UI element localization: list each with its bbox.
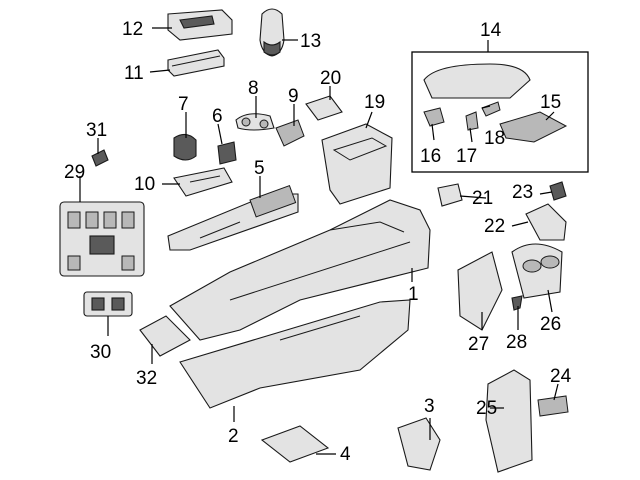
part-9-bracket[interactable] — [275, 119, 305, 147]
part-31-clip[interactable] — [91, 149, 109, 167]
part-22-tray[interactable] — [525, 203, 567, 241]
part-14-armrest-lid[interactable] — [423, 63, 531, 99]
callout-6: 6 — [212, 106, 223, 127]
part-32-end-cap[interactable] — [139, 315, 191, 357]
callout-21: 21 — [472, 188, 493, 209]
callout-13: 13 — [300, 31, 321, 52]
part-26-cup-holder[interactable] — [511, 243, 563, 299]
part-29-switch-panel[interactable] — [59, 201, 145, 277]
callout-18: 18 — [484, 128, 505, 149]
part-12-shift-bezel[interactable] — [167, 9, 233, 41]
part-4-mat[interactable] — [260, 425, 330, 463]
part-15-hinge-bracket[interactable] — [499, 111, 568, 143]
part-14-group-box — [411, 51, 589, 173]
callout-22: 22 — [484, 216, 505, 237]
callout-3: 3 — [424, 396, 435, 417]
callout-31: 31 — [86, 120, 107, 141]
callout-26: 26 — [540, 314, 561, 335]
callout-7: 7 — [178, 94, 189, 115]
callout-30: 30 — [90, 342, 111, 363]
callout-15: 15 — [540, 92, 561, 113]
part-19-storage-bin[interactable] — [321, 123, 393, 205]
callout-4: 4 — [340, 444, 351, 465]
callout-24: 24 — [550, 366, 572, 387]
callout-14: 14 — [480, 20, 502, 41]
callout-1: 1 — [408, 284, 419, 305]
part-1-center-console[interactable] — [169, 199, 431, 341]
part-13-shift-knob[interactable] — [259, 8, 285, 57]
part-25-rear-bracket[interactable] — [485, 369, 533, 473]
part-11-trim-strip[interactable] — [167, 49, 225, 77]
part-10-bezel[interactable] — [173, 167, 233, 197]
callout-20: 20 — [320, 68, 341, 89]
part-3-mount-bracket[interactable] — [397, 417, 441, 471]
callout-29: 29 — [64, 162, 85, 183]
part-28-screw[interactable] — [511, 295, 523, 311]
part-2-lower-console[interactable] — [179, 299, 411, 409]
part-5-console-top-panel[interactable] — [167, 184, 299, 251]
callout-8: 8 — [248, 78, 259, 99]
part-18-spring[interactable] — [481, 101, 501, 117]
callout-17: 17 — [456, 146, 477, 167]
callout-19: 19 — [364, 92, 385, 113]
callout-16: 16 — [420, 146, 441, 167]
part-23-clip[interactable] — [549, 181, 567, 201]
part-7-lock-cylinder[interactable] — [173, 133, 197, 161]
part-16-latch[interactable] — [423, 107, 445, 127]
callout-28: 28 — [506, 332, 527, 353]
part-20-clip[interactable] — [305, 95, 343, 121]
callout-labels: 12 11 13 14 15 16 17 18 7 6 8 9 20 19 31… — [64, 19, 572, 465]
callout-12: 12 — [122, 19, 143, 40]
leader-lines — [79, 27, 559, 455]
callout-32: 32 — [136, 368, 157, 389]
callout-27: 27 — [468, 334, 489, 355]
callout-9: 9 — [288, 86, 299, 107]
part-27-side-panel[interactable] — [457, 251, 503, 331]
part-6-switch[interactable] — [217, 141, 237, 165]
callout-23: 23 — [512, 182, 533, 203]
callout-2: 2 — [228, 426, 239, 447]
part-8-hinge[interactable] — [235, 113, 275, 131]
part-24-connector[interactable] — [537, 395, 569, 417]
part-17-pin[interactable] — [465, 111, 479, 131]
callout-10: 10 — [134, 174, 155, 195]
part-21-bracket[interactable] — [437, 183, 463, 207]
callout-5: 5 — [254, 158, 265, 179]
part-30-switch[interactable] — [83, 291, 133, 317]
callout-25: 25 — [476, 398, 497, 419]
callout-11: 11 — [124, 63, 144, 84]
